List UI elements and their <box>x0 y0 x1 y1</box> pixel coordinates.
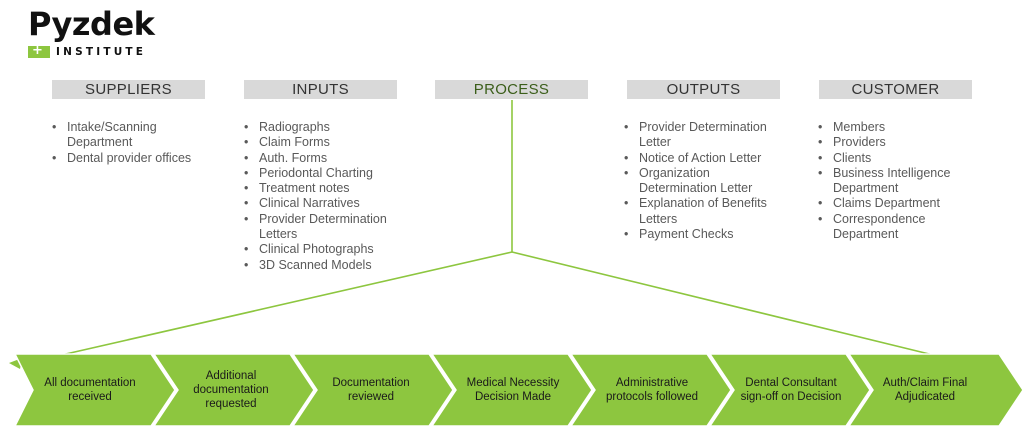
header-customer: CUSTOMER <box>819 80 972 99</box>
chevron-shape-7 <box>847 353 1024 427</box>
step-label: Medical Necessity Decision Made <box>466 377 560 403</box>
header-outputs: OUTPUTS <box>627 80 780 99</box>
list-item: Clinical Narratives <box>244 196 404 212</box>
list-item: Provider Determination Letter <box>624 120 774 151</box>
list-item: Claim Forms <box>244 135 404 151</box>
header-process: PROCESS <box>435 80 588 99</box>
step-1-chevron: All documentation received <box>30 354 150 426</box>
list-item: Correspondence Department <box>818 212 968 243</box>
logo-plus-badge <box>28 46 50 58</box>
step-label: Administrative protocols followed <box>605 377 699 403</box>
step-6-chevron: Dental Consultant sign-off on Decision <box>732 354 850 426</box>
chevron-shape-5 <box>569 353 732 427</box>
chevron-shape-6 <box>708 353 871 427</box>
outputs-list: Provider Determination Letter Notice of … <box>624 120 774 243</box>
customer-list: Members Providers Clients Business Intel… <box>818 120 968 242</box>
list-item: Business Intelligence Department <box>818 166 968 197</box>
header-inputs: INPUTS <box>244 80 397 99</box>
plus-icon: + <box>32 43 43 58</box>
chevron-shape-3 <box>291 353 454 427</box>
logo-subtitle: INSTITUTE <box>56 46 147 58</box>
step-7-chevron: Auth/Claim Final Adjudicated <box>870 354 980 426</box>
list-item: Organization Determination Letter <box>624 166 774 197</box>
header-suppliers: SUPPLIERS <box>52 80 205 99</box>
list-item: Members <box>818 120 968 136</box>
logo-wordmark: Pyzdek <box>28 5 155 43</box>
list-item: Payment Checks <box>624 227 774 243</box>
step-label: Documentation reviewed <box>332 377 410 403</box>
chevron-shape-2 <box>152 353 315 427</box>
list-item: Dental provider offices <box>52 151 202 167</box>
list-item: Notice of Action Letter <box>624 151 774 167</box>
chevron-shape-1 <box>13 353 176 427</box>
step-label: Dental Consultant sign-off on Decision <box>740 377 842 403</box>
list-item: Explanation of Benefits Letters <box>624 196 774 227</box>
list-item: Provider Determination Letters <box>244 212 389 243</box>
list-item: Clients <box>818 151 968 167</box>
list-item: Radiographs <box>244 120 404 136</box>
list-item: Clinical Photographs <box>244 242 404 258</box>
process-connector-right <box>511 251 971 365</box>
step-2-chevron: Additional documentation requested <box>172 354 290 426</box>
step-label: Additional documentation requested <box>193 370 269 410</box>
list-item: Auth. Forms <box>244 151 404 167</box>
pyzdek-institute-logo: Pyzdek + INSTITUTE <box>28 6 168 58</box>
list-item: Treatment notes <box>244 181 404 197</box>
step-label: All documentation received <box>44 377 136 403</box>
suppliers-list: Intake/Scanning Department Dental provid… <box>52 120 202 166</box>
step-4-chevron: Medical Necessity Decision Made <box>454 354 572 426</box>
process-connector-left <box>21 251 513 365</box>
list-item: Claims Department <box>818 196 968 212</box>
list-item: Providers <box>818 135 968 151</box>
list-item: 3D Scanned Models <box>244 258 404 274</box>
list-item: Intake/Scanning Department <box>52 120 202 151</box>
chevron-shape-4 <box>430 353 593 427</box>
list-item: Periodontal Charting <box>244 166 404 182</box>
step-label: Auth/Claim Final Adjudicated <box>882 377 968 403</box>
step-3-chevron: Documentation reviewed <box>312 354 430 426</box>
step-5-chevron: Administrative protocols followed <box>593 354 711 426</box>
inputs-list: Radiographs Claim Forms Auth. Forms Peri… <box>244 120 404 273</box>
